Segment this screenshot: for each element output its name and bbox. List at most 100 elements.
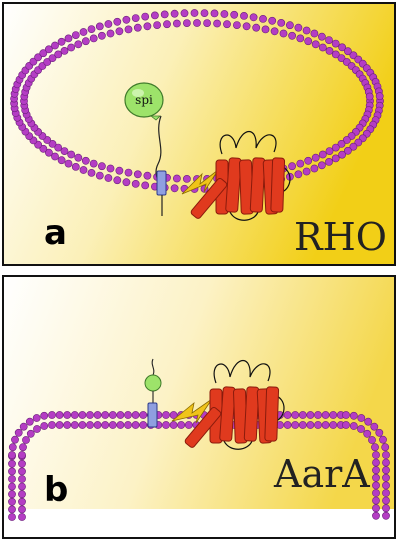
- inner-leaflet-lipid: [116, 421, 125, 429]
- inner-leaflet-lipid: [193, 19, 201, 27]
- outer-leaflet-lipid: [357, 414, 366, 422]
- outer-leaflet-lipid: [57, 37, 66, 46]
- outer-leaflet-lipid: [150, 11, 159, 20]
- outer-leaflet-lipid: [86, 411, 94, 419]
- inner-leaflet-lipid: [372, 466, 380, 475]
- outer-leaflet-lipid: [354, 138, 363, 147]
- outer-leaflet-lipid: [302, 167, 311, 176]
- inner-leaflet-lipid: [22, 436, 30, 444]
- outer-leaflet-lipid: [268, 16, 277, 25]
- outer-leaflet-lipid: [8, 443, 17, 452]
- inner-leaflet-lipid: [18, 451, 26, 459]
- outer-leaflet-lipid: [259, 14, 267, 23]
- inner-leaflet-lipid: [349, 422, 358, 430]
- inner-leaflet-lipid: [162, 421, 170, 429]
- outer-leaflet-lipid: [190, 9, 199, 17]
- inner-leaflet-lipid: [108, 421, 117, 429]
- inner-leaflet-lipid: [74, 153, 83, 162]
- outer-leaflet-lipid: [8, 475, 16, 483]
- inner-leaflet-lipid: [311, 153, 320, 162]
- outer-leaflet-lipid: [382, 511, 390, 520]
- transmembrane-helix: [249, 157, 266, 213]
- inner-leaflet-lipid: [321, 421, 330, 429]
- inner-leaflet-lipid: [18, 505, 26, 514]
- ligand-ball-icon: [144, 374, 162, 392]
- inner-leaflet-lipid: [115, 166, 124, 175]
- inner-leaflet-lipid: [306, 421, 315, 429]
- inner-leaflet-lipid: [18, 475, 26, 483]
- outer-leaflet-lipid: [113, 17, 122, 26]
- inner-leaflet-lipid: [60, 147, 69, 155]
- outer-leaflet-lipid: [122, 178, 131, 187]
- inner-leaflet-lipid: [283, 421, 292, 429]
- inner-leaflet-lipid: [372, 504, 380, 513]
- inner-leaflet-lipid: [304, 37, 313, 46]
- outer-leaflet-lipid: [45, 45, 53, 54]
- inner-leaflet-lipid: [182, 174, 191, 183]
- inner-leaflet-lipid: [60, 47, 69, 55]
- outer-leaflet-lipid: [382, 466, 390, 475]
- inner-leaflet-lipid: [54, 50, 63, 59]
- outer-leaflet-lipid: [48, 411, 56, 419]
- outer-leaflet-lipid: [325, 36, 333, 44]
- inner-leaflet-lipid: [74, 40, 83, 49]
- outer-leaflet-lipid: [101, 411, 110, 419]
- inner-leaflet-lipid: [70, 421, 79, 429]
- inner-leaflet-lipid: [55, 421, 64, 429]
- outer-leaflet-lipid: [342, 411, 350, 419]
- inner-leaflet-lipid: [331, 143, 340, 152]
- outer-leaflet-lipid: [298, 411, 307, 419]
- outer-leaflet-lipid: [277, 18, 286, 27]
- inner-leaflet-lipid: [279, 29, 288, 38]
- inner-leaflet-lipid: [101, 421, 110, 429]
- outer-leaflet-lipid: [321, 411, 330, 419]
- outer-leaflet-lipid: [349, 142, 358, 151]
- outer-leaflet-lipid: [364, 417, 373, 426]
- outer-leaflet-lipid: [170, 184, 179, 193]
- inner-leaflet-lipid: [93, 421, 102, 429]
- outer-leaflet-lipid: [8, 490, 16, 499]
- outer-leaflet-lipid: [122, 15, 131, 24]
- inner-leaflet-lipid: [143, 22, 152, 31]
- inner-leaflet-lipid: [172, 174, 181, 183]
- outer-leaflet-lipid: [283, 411, 292, 419]
- panel-b-bottom-band: [4, 509, 394, 537]
- inner-leaflet-lipid: [337, 54, 346, 62]
- outer-leaflet-lipid: [104, 20, 113, 28]
- outer-leaflet-lipid: [131, 179, 140, 188]
- outer-leaflet-lipid: [87, 25, 96, 33]
- panel-b-diagram: b AarA: [4, 277, 394, 537]
- outer-leaflet-lipid: [331, 154, 340, 163]
- outer-leaflet-lipid: [8, 513, 16, 521]
- inner-leaflet-lipid: [98, 162, 106, 171]
- outer-leaflet-lipid: [45, 148, 53, 157]
- outer-leaflet-lipid: [8, 482, 16, 491]
- outer-leaflet-lipid: [349, 411, 358, 420]
- outer-leaflet-lipid: [310, 29, 319, 38]
- outer-leaflet-lipid: [375, 92, 384, 101]
- transmembrane-helix: [264, 386, 280, 442]
- inner-leaflet-lipid: [18, 482, 26, 491]
- aara-protease-icon: [184, 359, 285, 450]
- outer-leaflet-lipid: [39, 144, 48, 153]
- outer-leaflet-lipid: [338, 43, 346, 52]
- outer-leaflet-lipid: [71, 162, 80, 171]
- outer-leaflet-lipid: [8, 451, 16, 459]
- inner-leaflet-lipid: [372, 511, 380, 520]
- outer-leaflet-lipid: [108, 411, 117, 419]
- outer-leaflet-lipid: [141, 181, 150, 190]
- outer-leaflet-lipid: [291, 411, 300, 419]
- outer-leaflet-lipid: [11, 435, 19, 444]
- balloon-highlight: [132, 89, 144, 97]
- inner-leaflet-lipid: [372, 458, 380, 467]
- outer-leaflet-lipid: [343, 47, 352, 56]
- inner-leaflet-lipid: [372, 473, 380, 482]
- spi-label: spi: [135, 93, 153, 107]
- ligand-tail: [151, 358, 155, 376]
- outer-leaflet-lipid: [116, 411, 125, 419]
- inner-leaflet-lipid: [311, 40, 320, 49]
- inner-leaflet-lipid: [325, 47, 334, 55]
- inner-leaflet-lipid: [81, 37, 90, 46]
- inner-leaflet-lipid: [133, 23, 142, 32]
- outer-leaflet-lipid: [162, 411, 170, 419]
